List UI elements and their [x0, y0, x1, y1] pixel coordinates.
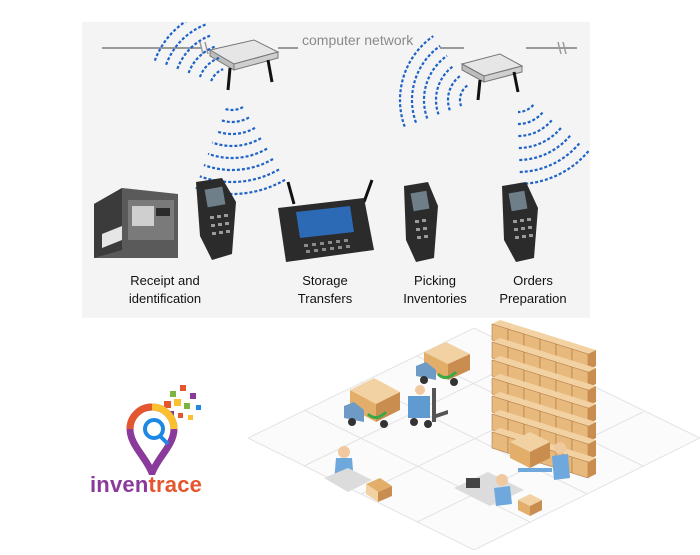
rack-box [588, 368, 596, 388]
rack-box [556, 358, 580, 367]
rack-box [572, 417, 596, 426]
rack-box [588, 440, 596, 460]
network-diagram-panel: computer network Receipt and identificat… [82, 22, 590, 318]
rack-box [572, 345, 596, 354]
rack-box [524, 420, 548, 429]
floor-grid [246, 327, 700, 551]
rack-box [556, 376, 580, 385]
rack-box [508, 379, 532, 388]
radio-wave-arc [207, 147, 268, 160]
radio-wave-arc [458, 84, 469, 107]
rack-box [540, 425, 564, 434]
rack-box [540, 407, 564, 416]
handheld-scanner-icon [502, 182, 538, 262]
location-pin-logo-icon [126, 385, 201, 483]
rack-box [556, 340, 580, 349]
radio-wave-arc [517, 135, 571, 162]
radio-wave-arc [215, 126, 256, 136]
inventrace-logo [108, 385, 218, 495]
radio-wave-arc [410, 45, 441, 123]
rack-box [492, 338, 516, 347]
rack-box [492, 374, 516, 383]
radio-wave-arc [153, 22, 187, 62]
rack-box [524, 384, 548, 393]
rack-box [556, 430, 580, 439]
packing-station-icon [454, 472, 542, 516]
radio-wave-arc [517, 104, 535, 114]
delivery-truck-icon [344, 378, 400, 428]
rack-box [540, 389, 564, 398]
radio-wave-arc [517, 150, 590, 186]
stage-label-receipt: Receipt and identification [128, 273, 202, 306]
radio-wave-arc [219, 116, 250, 124]
rack-box [524, 330, 548, 339]
radio-waves [153, 22, 590, 196]
cable-break-marks [199, 41, 567, 55]
rack-box [588, 386, 596, 406]
handheld-scanner-icon [404, 182, 438, 262]
warehouse-illustration [246, 318, 700, 551]
stage-label-picking: Picking Inventories [403, 273, 467, 306]
rack-box [572, 399, 596, 408]
vehicle-terminal-icon [278, 179, 374, 262]
rack-box [508, 325, 532, 334]
radio-wave-arc [422, 54, 448, 119]
rack-box [524, 348, 548, 357]
radio-wave-arc [198, 56, 220, 78]
pallet-jack-icon [510, 432, 570, 480]
rack-box [556, 412, 580, 421]
brand-name: inventrace [90, 472, 203, 497]
radio-wave-arc [398, 35, 434, 128]
network-label: computer network [302, 32, 414, 48]
rack-box [508, 415, 532, 424]
stage-label-orders: Orders Preparation [499, 273, 567, 306]
radio-wave-arc [211, 137, 262, 148]
rack-box [540, 353, 564, 362]
label-printer-icon [94, 188, 178, 258]
rack-box [572, 381, 596, 390]
radio-wave-arc [517, 111, 544, 126]
rack-box [508, 397, 532, 406]
rack-box [540, 371, 564, 380]
rack-box [588, 458, 596, 478]
radio-wave-arc [187, 45, 216, 74]
rack-box [572, 453, 596, 462]
radio-wave-arc [446, 74, 462, 111]
radio-wave-arc [199, 168, 280, 184]
handheld-scanner-icon [196, 178, 236, 260]
rack-box [492, 428, 516, 437]
rack-box [492, 356, 516, 365]
radio-wave-arc [210, 68, 224, 82]
radio-wave-arc [203, 158, 274, 172]
radio-wave-arc [517, 119, 553, 138]
rack-box [492, 320, 516, 329]
rack-box [588, 404, 596, 424]
rack-box [588, 422, 596, 442]
rack-box [492, 392, 516, 401]
rack-box [572, 435, 596, 444]
rack-box [540, 335, 564, 344]
rack-box [556, 394, 580, 403]
forklift-icon [408, 385, 448, 428]
rack-box [492, 410, 516, 419]
wireless-access-point-icon [208, 39, 280, 91]
radio-wave-arc [224, 106, 244, 112]
warehouse-scene [246, 320, 700, 551]
rack-box [588, 350, 596, 370]
radio-wave-arc [165, 23, 208, 66]
magnifier-icon [143, 418, 165, 440]
radio-wave-arc [434, 64, 455, 115]
network-diagram [94, 22, 590, 262]
warehouse-worker-icon [324, 446, 392, 502]
wireless-access-point-icon [460, 53, 524, 101]
rack-box [508, 343, 532, 352]
rack-box [572, 363, 596, 372]
rack-box [524, 402, 548, 411]
rack-box [524, 366, 548, 375]
stage-label-storage: Storage Transfers [297, 273, 353, 306]
radio-wave-arc [517, 142, 581, 174]
rack-box [508, 361, 532, 370]
delivery-truck-icon [416, 342, 470, 386]
